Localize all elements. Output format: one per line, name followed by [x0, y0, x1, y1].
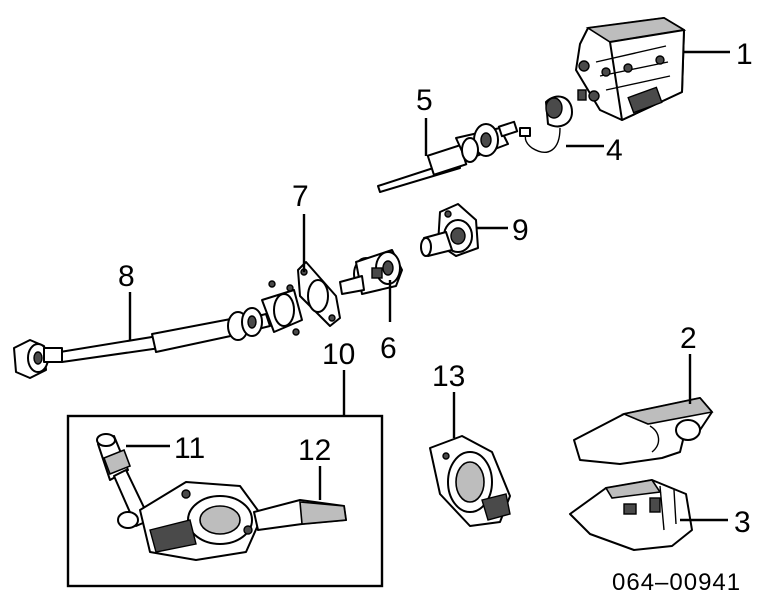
- part-5-upper-steering-shaft: [377, 120, 519, 193]
- part-6-universal-joint: [339, 249, 403, 295]
- callout-1: 1: [736, 38, 753, 71]
- part-9-column-bearing-mount: [420, 203, 479, 257]
- callout-8: 8: [118, 260, 135, 293]
- callout-3: 3: [734, 506, 751, 539]
- callout-11: 11: [174, 432, 205, 465]
- callout-7: 7: [292, 180, 309, 213]
- part-3-lower-column-cover: [569, 479, 693, 551]
- callout-10: 10: [322, 338, 355, 371]
- callout-12: 12: [298, 434, 331, 467]
- callout-4: 4: [606, 134, 623, 167]
- part-10-switch-assembly-box: [66, 414, 384, 588]
- callout-13: 13: [432, 360, 465, 393]
- part-4-sensor-harness: [519, 89, 587, 153]
- callout-2: 2: [680, 322, 697, 355]
- catalog-code: 064–00941: [612, 569, 741, 596]
- part-12-wiper-switch-body: [139, 481, 347, 561]
- callout-9: 9: [512, 214, 529, 247]
- part-2-upper-column-cover: [573, 397, 714, 465]
- callout-6: 6: [380, 332, 397, 365]
- callout-5: 5: [416, 84, 433, 117]
- part-8-intermediate-shaft: [13, 280, 303, 379]
- part-1-airbag-module: [575, 17, 687, 121]
- part-13-clock-spring: [429, 435, 511, 527]
- part-7-column-plate: [297, 261, 341, 327]
